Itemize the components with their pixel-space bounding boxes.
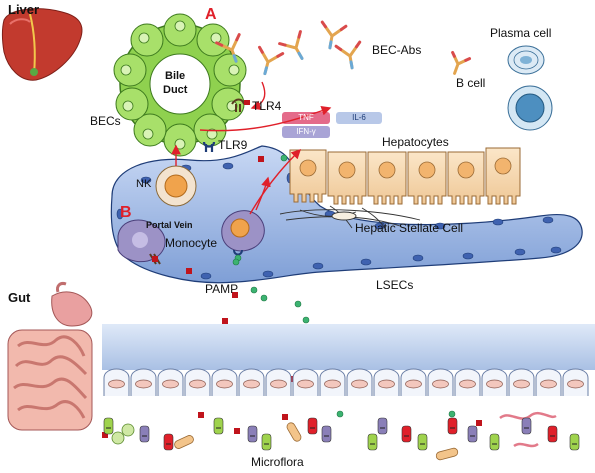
hepatic-stellate-cell [279,205,421,231]
tlr9-receptor-icon [202,141,216,152]
nk-label: NK [136,178,152,190]
villus-nucleus [270,379,287,389]
vessel-green-receptor-icon [232,258,240,266]
villus-nucleus [432,379,449,389]
villus-nucleus [513,379,530,389]
tlr4-receptor-icon [231,98,250,112]
villus-nucleus [351,379,368,389]
portal-vein-vessel [110,145,583,284]
lsecs-label: LSECs [376,278,414,292]
hepatocytes-row [289,147,521,205]
tlr9-label: TLR9 [218,138,248,152]
bacterium [401,425,412,443]
villus-nucleus [216,379,233,389]
bacterium [247,425,258,443]
bacterium [547,425,558,443]
bacterium [569,433,580,451]
bile-duct-label-line2: Duct [163,84,188,96]
gut-organ-icon [7,282,93,431]
plasma-cell-icon [507,45,545,75]
bacterium [103,417,114,435]
nk-cell-icon [155,165,197,207]
cytokine-il6: IL-6 [352,113,366,122]
monocyte-left-icon [117,219,166,265]
villus-nucleus [378,379,395,389]
villus-nucleus [189,379,206,389]
liver-label: Liver [8,2,40,17]
gut-label: Gut [8,290,31,305]
bacterium [163,433,174,451]
bacterium [261,433,272,451]
signal-arrows [171,81,332,215]
cytokine-bars [282,112,382,138]
villus-nucleus [486,379,503,389]
liver-organ-icon [2,8,83,81]
microflora-label: Microflora [251,455,304,469]
plasma-cell-label: Plasma cell [490,26,552,40]
bacterium [213,417,224,435]
bacterium [489,433,500,451]
bacterium [367,433,378,451]
gut-epithelium [102,324,595,396]
monocyte-label: Monocyte [165,236,218,250]
bacterium [521,417,532,435]
bec-abs-label: BEC-Abs [372,43,422,57]
bacterium [307,417,318,435]
b-cell-label: B cell [456,76,486,90]
cytokine-ifn-gamma: IFN-γ [296,127,316,136]
bacterium [467,425,478,443]
villus-nucleus [540,379,557,389]
villus-nucleus [162,379,179,389]
bile-duct-label-line1: Bile [165,70,186,82]
panel-a-label: A [205,6,217,23]
villus-nucleus [297,379,314,389]
bacterium [377,417,388,435]
panel-b-label: B [120,204,132,221]
becs-label: BECs [90,114,121,128]
villus-nucleus [567,379,584,389]
monocyte-right-icon [221,210,265,256]
bacterium [447,417,458,435]
villus-nucleus [135,379,152,389]
hepatocytes-label: Hepatocytes [382,135,449,149]
villus-nucleus [108,379,125,389]
bacterium [417,433,428,451]
villus-nucleus [324,379,341,389]
cytokine-tnf: TNF [298,113,314,122]
pamp-label: PAMP [205,282,239,296]
bacterium [321,425,332,443]
microflora [103,411,580,461]
villus-nucleus [459,379,476,389]
tlr4-label: TLR4 [252,99,282,113]
bacterium [139,425,150,443]
hepatic-stellate-cell-label: Hepatic Stellate Cell [355,221,464,235]
bec-antibodies [215,20,472,76]
b-cell-icon [507,85,553,131]
villus-nucleus [243,379,260,389]
villus-nucleus [405,379,422,389]
portal-vein-label: Portal Vein [146,220,193,230]
